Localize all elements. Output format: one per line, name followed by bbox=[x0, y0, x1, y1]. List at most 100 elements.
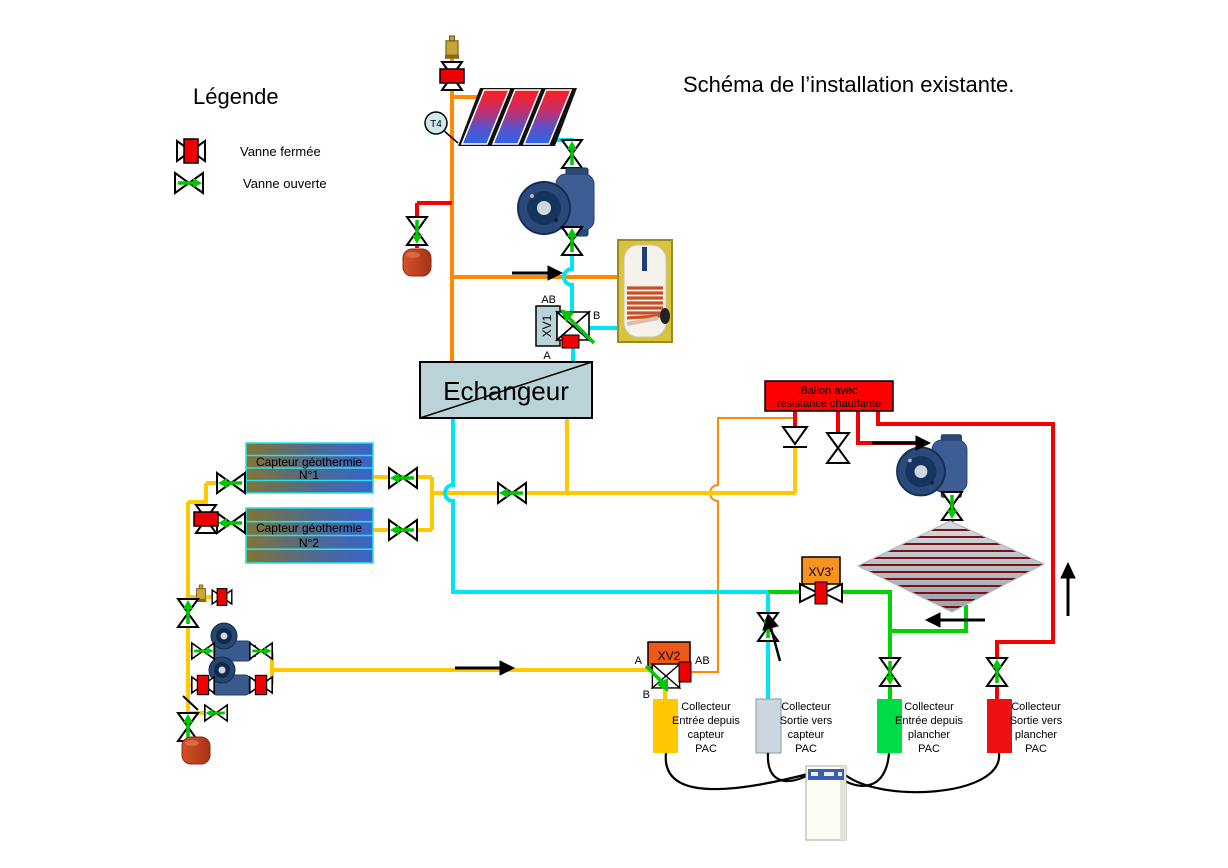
collector-1: Collecteur Entrée depuis capteur PAC bbox=[653, 699, 740, 755]
collector-1-body bbox=[653, 699, 678, 753]
green-pipes bbox=[768, 590, 968, 699]
pac-unit bbox=[805, 765, 847, 841]
collector-1-line2: Entrée depuis bbox=[672, 715, 740, 727]
collector-3-line4: PAC bbox=[918, 743, 940, 755]
collector-1-line4: PAC bbox=[695, 743, 717, 755]
solar-panel-cell bbox=[460, 89, 511, 145]
ballon-label-1: Ballon avec bbox=[801, 385, 858, 397]
xv1-valve: XV1 AB B A bbox=[535, 294, 600, 362]
collector-2-body bbox=[755, 698, 782, 754]
pipe-xv2-to-ballon bbox=[690, 417, 793, 673]
collector-4-line3: plancher bbox=[1015, 729, 1058, 741]
xv2-closed-port bbox=[678, 661, 692, 683]
floor-heating bbox=[856, 520, 1046, 613]
xv2-flow-arrow bbox=[656, 678, 668, 692]
xv2-port-a: A bbox=[635, 655, 643, 667]
solar-pump bbox=[517, 167, 595, 237]
funnel-valve-icon bbox=[781, 426, 809, 448]
pipe-exchanger-to-collector bbox=[443, 418, 770, 699]
collector-2-line4: PAC bbox=[795, 743, 817, 755]
open-valve-icon bbox=[560, 225, 584, 257]
flow-arrow-up bbox=[1060, 561, 1076, 616]
pipe-main-geo bbox=[432, 447, 797, 495]
open-valve-icon bbox=[496, 481, 528, 505]
collector-1-line1: Collecteur bbox=[681, 701, 731, 713]
t4-sensor-label: T4 bbox=[430, 119, 442, 130]
xv3-valve: XV3' bbox=[799, 556, 843, 605]
collector-3: Collecteur Entrée depuis plancher PAC bbox=[877, 699, 963, 755]
collector-2-line2: Sortie vers bbox=[780, 715, 833, 727]
tank-thermometer bbox=[642, 247, 647, 271]
open-valve-icon bbox=[878, 656, 902, 688]
collector-1-line3: capteur bbox=[688, 729, 725, 741]
collector-4-line1: Collecteur bbox=[1011, 701, 1061, 713]
open-valve-icon bbox=[985, 656, 1009, 688]
ballon-electrique: Ballon avec résistance chauffante bbox=[764, 380, 894, 412]
open-valve-legend-icon bbox=[173, 171, 205, 195]
solar-panel-cell bbox=[522, 89, 573, 145]
legend-title: Légende bbox=[193, 84, 279, 109]
collector-3-line2: Entrée depuis bbox=[895, 715, 963, 727]
collector-3-body bbox=[877, 699, 902, 753]
collector-4-body bbox=[987, 699, 1012, 753]
expansion-vessel bbox=[181, 736, 211, 765]
xv1-port-a: A bbox=[543, 350, 551, 362]
geo1-label-2: N°1 bbox=[299, 468, 319, 482]
collector-4-line2: Sortie vers bbox=[1010, 715, 1063, 727]
xv1-closed-port bbox=[561, 334, 580, 349]
flow-arrow-right bbox=[512, 265, 564, 281]
solar-panel-cell bbox=[491, 89, 542, 145]
geo2-label-1: Capteur géothermie bbox=[256, 521, 362, 535]
xv1-label: XV1 bbox=[540, 314, 554, 337]
collector-3-line3: plancher bbox=[908, 729, 951, 741]
closed-valve-icon bbox=[193, 504, 219, 534]
open-valve-icon bbox=[387, 466, 419, 490]
xv2-port-ab: AB bbox=[695, 655, 710, 667]
tank-coil bbox=[626, 286, 663, 320]
xv1-port-b: B bbox=[593, 310, 600, 322]
flow-arrow-right bbox=[455, 660, 516, 676]
pipe-floor-return bbox=[876, 411, 1055, 699]
flow-arrow-right bbox=[872, 435, 932, 451]
xv2-label: XV2 bbox=[658, 649, 681, 663]
geo2-label-2: N°2 bbox=[299, 536, 319, 550]
open-valve-icon bbox=[560, 138, 584, 170]
xv3-label: XV3' bbox=[809, 565, 834, 579]
pipe-ballon-to-pump bbox=[856, 411, 920, 445]
brine-pump-1 bbox=[210, 622, 256, 662]
flow-arrow-left bbox=[924, 612, 985, 628]
closed-valve-icon bbox=[249, 674, 274, 696]
xv2-port-b: B bbox=[643, 689, 650, 701]
geothermal-sensor-2: Capteur géothermie N°2 bbox=[245, 507, 374, 564]
closed-valve-legend-icon bbox=[176, 138, 206, 164]
collector-4-line4: PAC bbox=[1025, 743, 1047, 755]
open-valve-icon bbox=[176, 597, 200, 629]
drain-spout bbox=[182, 695, 199, 711]
pac-hoses bbox=[664, 752, 1001, 794]
flow-arrow-up bbox=[762, 612, 782, 662]
solar-panel bbox=[458, 88, 577, 146]
collector-2-line3: capteur bbox=[788, 729, 825, 741]
closed-valve-icon bbox=[439, 61, 465, 91]
hourglass-valve-icon bbox=[825, 432, 851, 464]
xv2-valve: XV2 A AB B bbox=[635, 641, 710, 701]
orange-pipes bbox=[450, 58, 618, 362]
open-valve-icon bbox=[387, 518, 419, 542]
open-valve-icon bbox=[405, 215, 429, 247]
geothermal-sensor-1: Capteur géothermie N°1 bbox=[245, 442, 374, 494]
pipe-xv3-line bbox=[768, 590, 892, 699]
xv3-valve-icon bbox=[821, 582, 843, 604]
open-valve-icon bbox=[215, 511, 247, 535]
pipe-floor-out bbox=[890, 605, 968, 633]
collector-4: Collecteur Sortie vers plancher PAC bbox=[987, 699, 1063, 755]
open-valve-icon bbox=[190, 641, 216, 661]
collector-3-line1: Collecteur bbox=[904, 701, 954, 713]
legend-closed-label: Vanne fermée bbox=[240, 144, 321, 159]
exchanger-label: Echangeur bbox=[443, 376, 569, 406]
heat-exchanger: Echangeur bbox=[419, 361, 593, 419]
xv3-closed-port bbox=[814, 581, 828, 605]
cyan-pipes bbox=[443, 138, 770, 699]
hot-water-tank bbox=[617, 239, 673, 343]
